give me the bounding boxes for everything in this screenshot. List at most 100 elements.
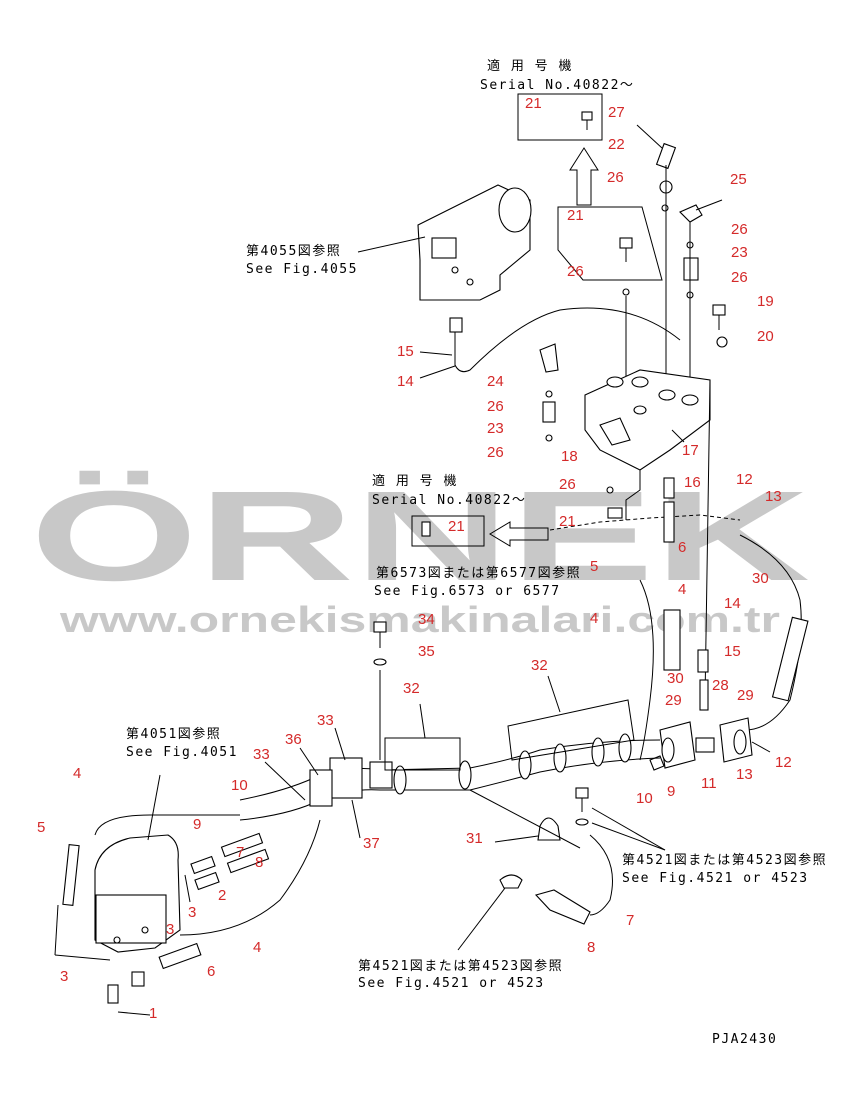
fig4051-jp: 第4051図参照: [126, 726, 221, 742]
oring-26a: [661, 204, 669, 212]
up-arrow: [569, 147, 599, 206]
fig4521a-en: See Fig.4521 or 4523: [622, 871, 809, 886]
callout-12: 12: [775, 754, 792, 771]
callout-5: 5: [590, 558, 598, 575]
fitting-10b: [649, 755, 665, 771]
valve-4055-port: [431, 237, 457, 259]
pipe-5-dashed: [549, 514, 741, 531]
arrow-4055: [357, 236, 426, 253]
callout-1: 1: [149, 1005, 157, 1022]
fitting-15-top: [449, 317, 463, 333]
callout-13: 13: [765, 488, 782, 505]
valve-4055-solenoid: [498, 187, 532, 233]
hose-4d: [179, 819, 321, 936]
callout-4: 4: [678, 581, 686, 598]
band-c: [518, 750, 532, 780]
serial-top-frame: [517, 93, 603, 141]
leader-37: [351, 799, 361, 839]
callout-32: 32: [403, 680, 420, 697]
bolt-21-d: [607, 507, 623, 519]
callout-9: 9: [667, 783, 675, 800]
oring-26f: [545, 434, 553, 442]
callout-7: 7: [626, 912, 634, 929]
serial-mid-frame-top: [557, 206, 663, 281]
oring-26d: [622, 288, 630, 296]
callout-4: 4: [590, 610, 598, 627]
band-f: [618, 733, 632, 763]
leader-32b: [547, 675, 561, 713]
leader-32a: [419, 703, 426, 739]
drawing-code: PJA2430: [712, 1032, 777, 1047]
fig4521b-jp: 第4521図または第4523図参照: [358, 958, 563, 974]
left-arrow: [489, 521, 549, 547]
callout-30: 30: [667, 670, 684, 687]
valve-4055-hole-b: [466, 278, 474, 286]
arrow-4521b: [457, 887, 506, 951]
fitting-1b: [131, 971, 145, 987]
callout-34: 34: [418, 611, 435, 628]
callout-6: 6: [207, 963, 215, 980]
leader-25: [695, 199, 723, 211]
bolt-34: [373, 621, 387, 633]
callout-3: 3: [166, 921, 174, 938]
callout-7: 7: [236, 844, 244, 861]
label-panel-32a: [384, 737, 461, 771]
leader-36: [299, 747, 319, 776]
fitting-2a: [190, 855, 216, 875]
callout-9: 9: [193, 816, 201, 833]
leader-33b: [264, 761, 306, 801]
callout-11: 11: [701, 775, 717, 792]
callout-15: 15: [397, 343, 414, 360]
callout-35: 35: [418, 643, 435, 660]
serial-mid-jp: 適 用 号 機: [372, 473, 458, 489]
serial-mid-en: Serial No.40822～: [372, 493, 526, 508]
right-lower-cluster: [649, 717, 771, 771]
callout-28: 28: [712, 677, 729, 694]
callout-23: 23: [487, 420, 504, 437]
fig4055-en: See Fig.4055: [246, 262, 358, 277]
washer-20: [716, 336, 728, 348]
callout-23: 23: [731, 244, 748, 261]
callout-14: 14: [724, 595, 741, 612]
spiral-guard-30b: [771, 616, 809, 702]
valve-bank-port-d: [681, 394, 699, 406]
valve-bank: [539, 343, 711, 701]
bolt-19: [712, 304, 726, 316]
valve-bank-port-c: [658, 389, 676, 401]
fitting-16: [663, 477, 675, 499]
pipe-4-right: [639, 579, 654, 761]
leader-15a: [419, 351, 453, 356]
fitting-28: [699, 679, 709, 711]
nut-9: [661, 737, 675, 763]
pipe-valve-down: [625, 470, 641, 520]
bracket-base: [369, 761, 393, 789]
right-hoses: [639, 534, 809, 761]
valve-4055: 第4055図参照 See Fig.4055: [246, 184, 532, 301]
fig4521a-jp: 第4521図または第4523図参照: [622, 852, 827, 868]
valve-bank-port-e: [633, 405, 647, 415]
callout-25: 25: [730, 171, 747, 188]
callout-33: 33: [317, 712, 334, 729]
elbow-24: [539, 343, 559, 373]
elbow-8b: [534, 889, 591, 925]
serial-top-en: Serial No.40822～: [480, 78, 634, 93]
callout-14: 14: [397, 373, 414, 390]
fitting-1a: [107, 984, 119, 1004]
band-a: [393, 765, 407, 795]
elbow-18: [599, 417, 631, 446]
leader-1: [117, 1011, 151, 1016]
callout-10: 10: [231, 777, 248, 794]
watermark-logo: ÖRNEK: [30, 465, 810, 608]
valve-4051-block: [95, 894, 167, 944]
callout-24: 24: [487, 373, 504, 390]
valve-bank-body: [584, 369, 711, 471]
leader-2: [184, 874, 191, 903]
callout-31: 31: [466, 830, 483, 847]
pipe-31-right: [469, 789, 581, 849]
leader-12b: [751, 741, 771, 753]
callout-19: 19: [757, 293, 774, 310]
fitting-11: [695, 737, 715, 753]
bracket-31-group: 第4521図または第4523図参照 See Fig.4521 or 4523: [469, 787, 827, 886]
fitting-2b: [194, 871, 220, 891]
